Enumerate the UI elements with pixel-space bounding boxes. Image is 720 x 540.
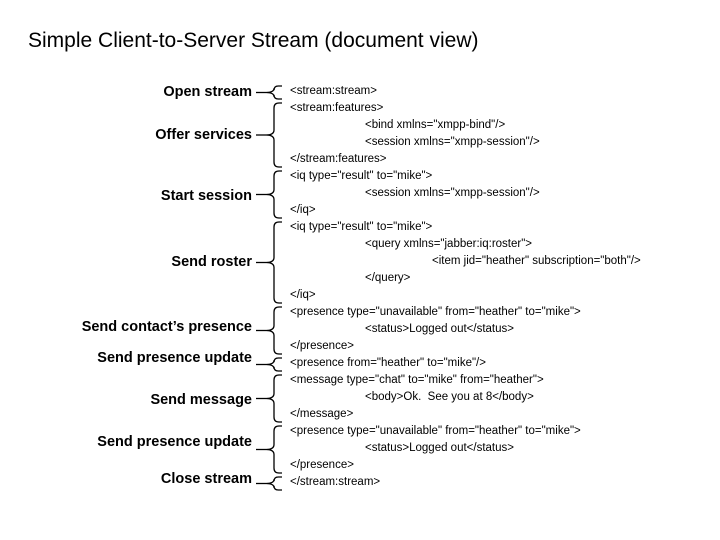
step-label-start-session: Start session	[160, 188, 252, 204]
xml-line-send-message-0: <message type="chat" to="mike" from="hea…	[290, 374, 544, 386]
xml-line-send-contacts-presence-2: </presence>	[290, 340, 354, 352]
xml-line-send-presence-update-2-2: </presence>	[290, 459, 354, 471]
xml-line-offer-services-3: </stream:features>	[290, 153, 387, 165]
step-label-send-contacts-presence: Send contact’s presence	[81, 319, 252, 335]
brace-offer-services	[252, 101, 290, 169]
step-label-send-message: Send message	[150, 392, 252, 408]
xml-line-send-roster-3: </query>	[365, 272, 411, 284]
brace-send-presence-update-1	[252, 356, 290, 373]
brace-close-stream	[252, 475, 290, 492]
brace-send-presence-update-2	[252, 424, 290, 475]
brace-send-contacts-presence	[252, 305, 290, 356]
brace-start-session	[252, 169, 290, 220]
xml-line-send-roster-0: <iq type="result" to="mike">	[290, 221, 433, 233]
xml-line-close-stream-0: </stream:stream>	[290, 476, 381, 488]
step-label-open-stream: Open stream	[163, 84, 252, 100]
step-label-send-presence-update-2: Send presence update	[97, 434, 252, 450]
xml-line-send-roster-1: <query xmlns="jabber:iq:roster">	[365, 238, 533, 250]
xml-line-send-presence-update-2-1: <status>Logged out</status>	[365, 442, 514, 454]
step-label-offer-services: Offer services	[155, 127, 252, 143]
xml-line-send-message-1: <body>Ok. See you at 8</body>	[365, 391, 534, 403]
xml-line-send-contacts-presence-1: <status>Logged out</status>	[365, 323, 514, 335]
xml-line-start-session-1: <session xmlns="xmpp-session"/>	[365, 187, 540, 199]
xml-line-start-session-2: </iq>	[290, 204, 316, 216]
step-label-send-presence-update-1: Send presence update	[97, 350, 252, 366]
brace-send-roster	[252, 220, 290, 305]
xml-line-send-roster-2: <item jid="heather" subscription="both"/…	[432, 255, 641, 267]
xml-line-send-message-2: </message>	[290, 408, 354, 420]
brace-connector-column	[252, 82, 290, 492]
xml-line-offer-services-2: <session xmlns="xmpp-session"/>	[365, 136, 540, 148]
xml-line-open-stream-0: <stream:stream>	[290, 85, 377, 97]
xml-line-send-presence-update-2-0: <presence type="unavailable" from="heath…	[290, 425, 581, 437]
xml-line-send-presence-update-1-0: <presence from="heather" to="mike"/>	[290, 357, 486, 369]
brace-open-stream	[252, 84, 290, 101]
xml-line-send-roster-4: </iq>	[290, 289, 316, 301]
xml-line-offer-services-1: <bind xmlns="xmpp-bind"/>	[365, 119, 506, 131]
step-label-close-stream: Close stream	[160, 471, 252, 487]
xml-line-send-contacts-presence-0: <presence type="unavailable" from="heath…	[290, 306, 581, 318]
xml-stream-column: <stream:stream> <stream:features> <bind xm…	[290, 82, 720, 494]
brace-send-message	[252, 373, 290, 424]
step-label-send-roster: Send roster	[171, 254, 252, 270]
xml-line-start-session-0: <iq type="result" to="mike">	[290, 170, 433, 182]
xml-line-offer-services-0: <stream:features>	[290, 102, 384, 114]
page-title: Simple Client-to-Server Stream (document…	[28, 29, 479, 52]
